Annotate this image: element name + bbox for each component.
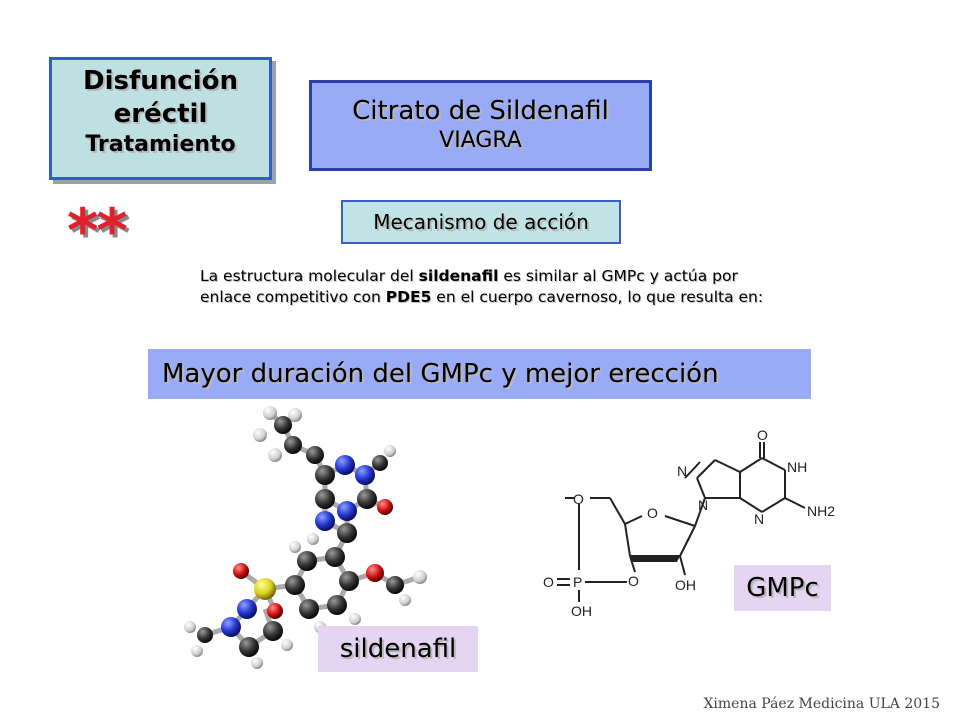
paragraph-text-2: es similar al GMPc y actúa por enlace co…: [200, 267, 738, 306]
atom-n-left: N: [677, 463, 687, 479]
result-box: Mayor duración del GMPc y mejor erección: [148, 349, 811, 399]
paragraph-bold-pde5: PDE5: [385, 288, 432, 306]
atom-nh: NH: [787, 459, 807, 475]
atom-p: P: [573, 574, 582, 590]
drug-box: Citrato de Sildenafil VIAGRA: [309, 80, 652, 171]
atom-o-left: O: [573, 491, 584, 507]
drug-brand: VIAGRA: [439, 128, 522, 153]
gmpc-bonds: [557, 442, 806, 602]
paragraph-text-1: La estructura molecular del: [200, 267, 419, 285]
asterisks: **: [67, 196, 128, 266]
atom-nh2: NH2: [807, 503, 835, 519]
gmpc-structure-diagram: O NH NH2 N N N O O O P O OH OH: [543, 427, 835, 619]
sildenafil-label: sildenafil: [318, 626, 478, 672]
footer-credit: Ximena Páez Medicina ULA 2015: [703, 696, 940, 712]
mechanism-paragraph: La estructura molecular del sildenafil e…: [200, 266, 780, 308]
atom-oh-p: OH: [571, 603, 592, 619]
atom-o-ring: O: [647, 505, 658, 521]
atom-o-bridge: O: [628, 573, 639, 589]
drug-name: Citrato de Sildenafil: [352, 96, 609, 126]
title-box: Disfunción eréctil Tratamiento: [49, 57, 272, 180]
atom-o-top: O: [757, 427, 768, 443]
atom-oh-right: OH: [675, 577, 696, 593]
ribose-wedge: [630, 556, 680, 562]
gmpc-label: GMPc: [734, 565, 831, 611]
title-line-2: eréctil: [113, 99, 208, 129]
paragraph-text-3: en el cuerpo cavernoso, lo que resulta e…: [431, 288, 764, 306]
paragraph-bold-sildenafil: sildenafil: [418, 267, 499, 285]
title-line-1: Disfunción: [83, 66, 238, 96]
gmpc-atom-labels: O NH NH2 N N N O O O P O OH OH: [543, 427, 835, 619]
molecule-atoms: [184, 406, 427, 669]
sildenafil-molecule-image: [184, 406, 427, 669]
atom-o-p: O: [543, 574, 554, 590]
mechanism-box: Mecanismo de acción: [341, 200, 621, 244]
atom-n-link: N: [698, 497, 708, 513]
atom-n-bottom: N: [754, 511, 764, 527]
title-line-3: Tratamiento: [85, 132, 236, 157]
